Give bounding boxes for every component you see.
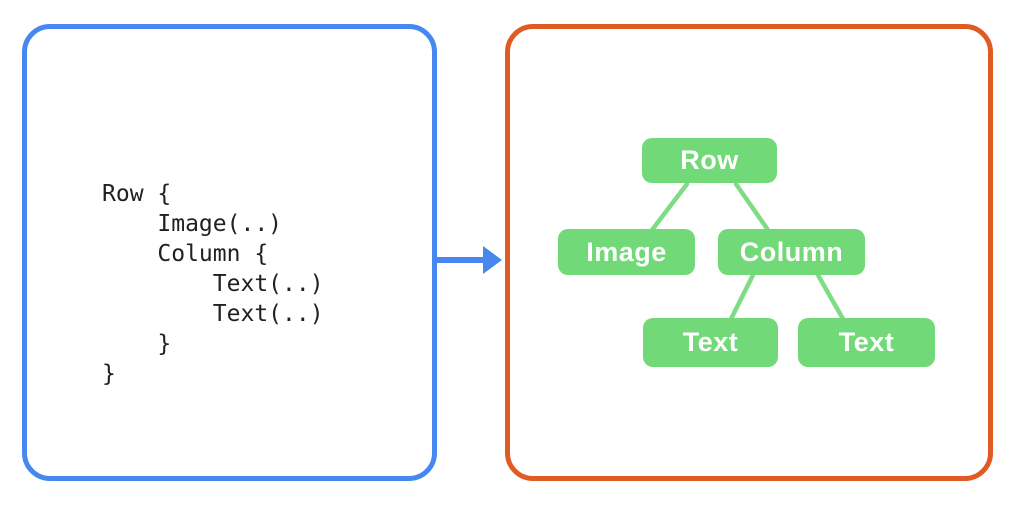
code-line: } (102, 331, 172, 357)
tree-node-text-2: Text (798, 318, 935, 367)
tree-node-text-1: Text (643, 318, 778, 367)
tree-node-row: Row (642, 138, 777, 183)
code-block: Row { Image(..) Column { Text(..) Text(.… (102, 179, 324, 389)
code-line: Image(..) (102, 211, 283, 237)
code-line: Row { (102, 181, 172, 207)
code-line: } (102, 361, 116, 387)
code-panel (22, 24, 437, 481)
tree-node-image: Image (558, 229, 695, 275)
code-line: Column { (102, 241, 269, 267)
arrow-head (483, 246, 502, 274)
code-line: Text(..) (102, 301, 324, 327)
tree-node-column: Column (718, 229, 865, 275)
arrow-right-icon (437, 246, 502, 274)
code-line: Text(..) (102, 271, 324, 297)
